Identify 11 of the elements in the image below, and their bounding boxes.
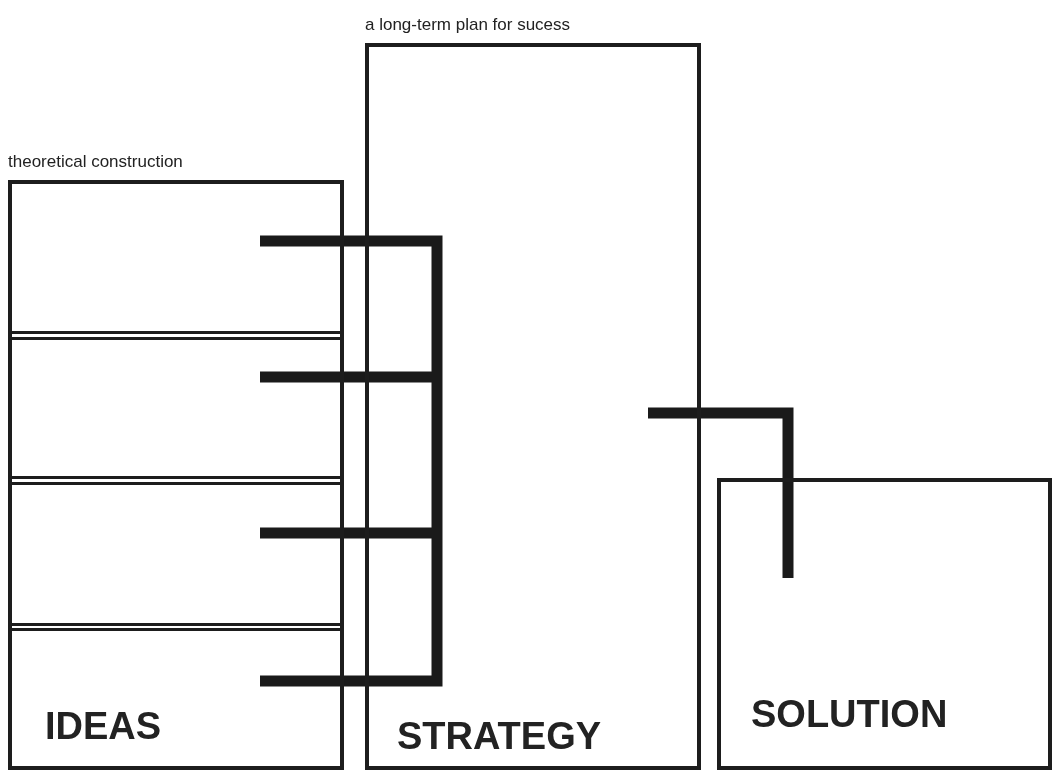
connector-line xyxy=(260,235,443,457)
connector-line xyxy=(260,457,443,687)
stage-label: SOLUTION xyxy=(751,693,948,736)
stage-label: IDEAS xyxy=(45,705,162,748)
stage-label: STRATEGY xyxy=(397,715,602,758)
sub-box xyxy=(12,482,340,626)
box-heading: theoretical construction xyxy=(8,152,183,172)
box-heading: a long-term plan for sucess xyxy=(365,15,571,35)
connector-line xyxy=(648,407,794,578)
sub-box xyxy=(12,337,340,479)
stage-box xyxy=(717,478,1052,770)
